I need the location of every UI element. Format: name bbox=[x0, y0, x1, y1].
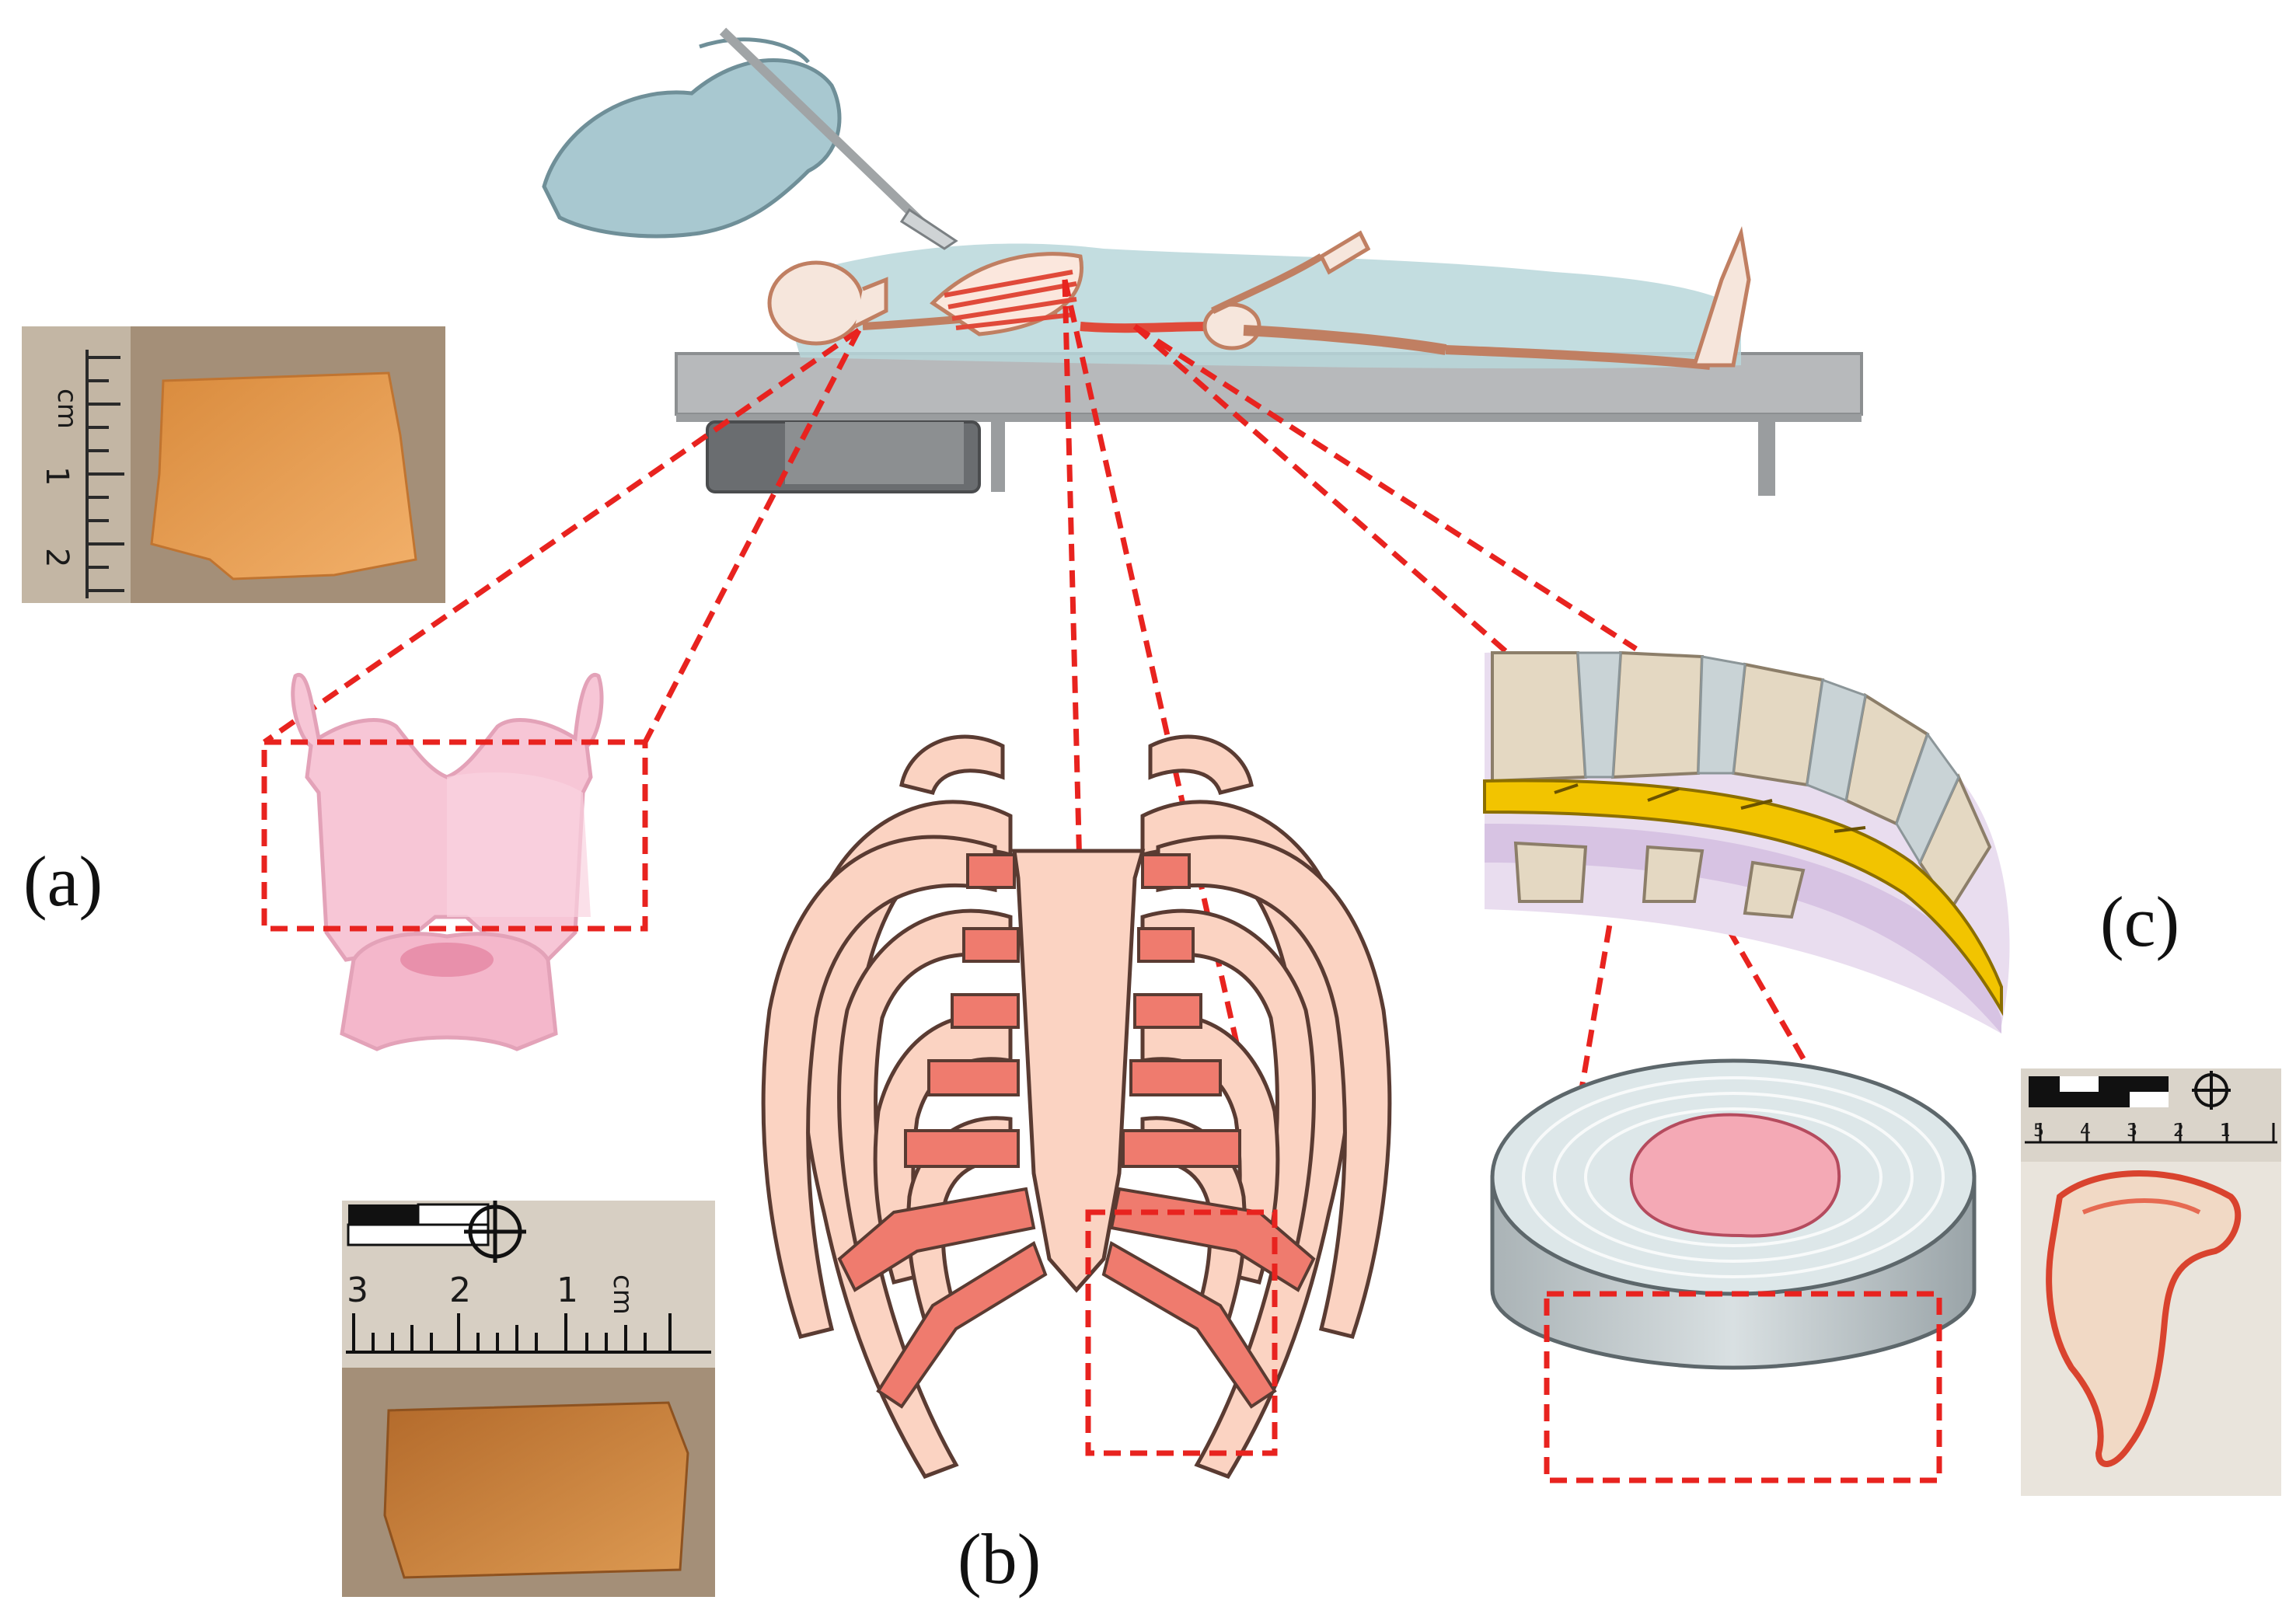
panel-label-b: (b) bbox=[958, 1519, 1042, 1598]
ruler-c-number-1: 1 bbox=[2220, 1121, 2231, 1141]
spine-section-icon bbox=[1483, 650, 2010, 1034]
draped-body bbox=[777, 243, 1741, 369]
highlight-box-c bbox=[1544, 1291, 1942, 1483]
ruler-c-number-3: 3 bbox=[2127, 1121, 2137, 1141]
photo-c-disc-sample: 5 4 3 2 1 bbox=[2021, 1068, 2281, 1496]
photo-a-thyroid-sample: cm 1 2 bbox=[22, 326, 445, 603]
intervertebral-disc-icon bbox=[1490, 1058, 1977, 1370]
ruler-a-number-2: 2 bbox=[39, 548, 75, 567]
photo-b-rib-sample: 3 2 1 cm bbox=[342, 1201, 715, 1597]
highlight-box-b bbox=[1085, 1209, 1278, 1456]
scale-bar-icon bbox=[347, 1203, 490, 1246]
ruler-c-number-4: 4 bbox=[2080, 1121, 2091, 1141]
ruler-b-number-3: 3 bbox=[347, 1271, 368, 1310]
dissection-table-icon bbox=[675, 352, 1863, 496]
crosshair-icon-c bbox=[2192, 1071, 2231, 1110]
panel-label-c: (c) bbox=[2100, 882, 2180, 961]
thyroid-cartilage-icon bbox=[291, 673, 604, 1051]
ruler-c-number-5: 5 bbox=[2033, 1121, 2044, 1141]
gloved-hand-scalpel-icon bbox=[542, 27, 958, 250]
ruler-c-number-2: 2 bbox=[2173, 1121, 2184, 1141]
highlight-box-a bbox=[261, 739, 648, 932]
ruler-b-number-1: 1 bbox=[557, 1271, 578, 1310]
crosshair-icon bbox=[464, 1201, 526, 1263]
ruler-a-number-1: 1 bbox=[39, 466, 75, 486]
ruler-b-number-2: 2 bbox=[449, 1271, 471, 1310]
ruler-a-unit: cm bbox=[51, 389, 82, 429]
panel-label-a: (a) bbox=[23, 842, 103, 921]
skeleton-icon bbox=[767, 226, 1751, 370]
ruler-b-unit: cm bbox=[607, 1274, 638, 1315]
